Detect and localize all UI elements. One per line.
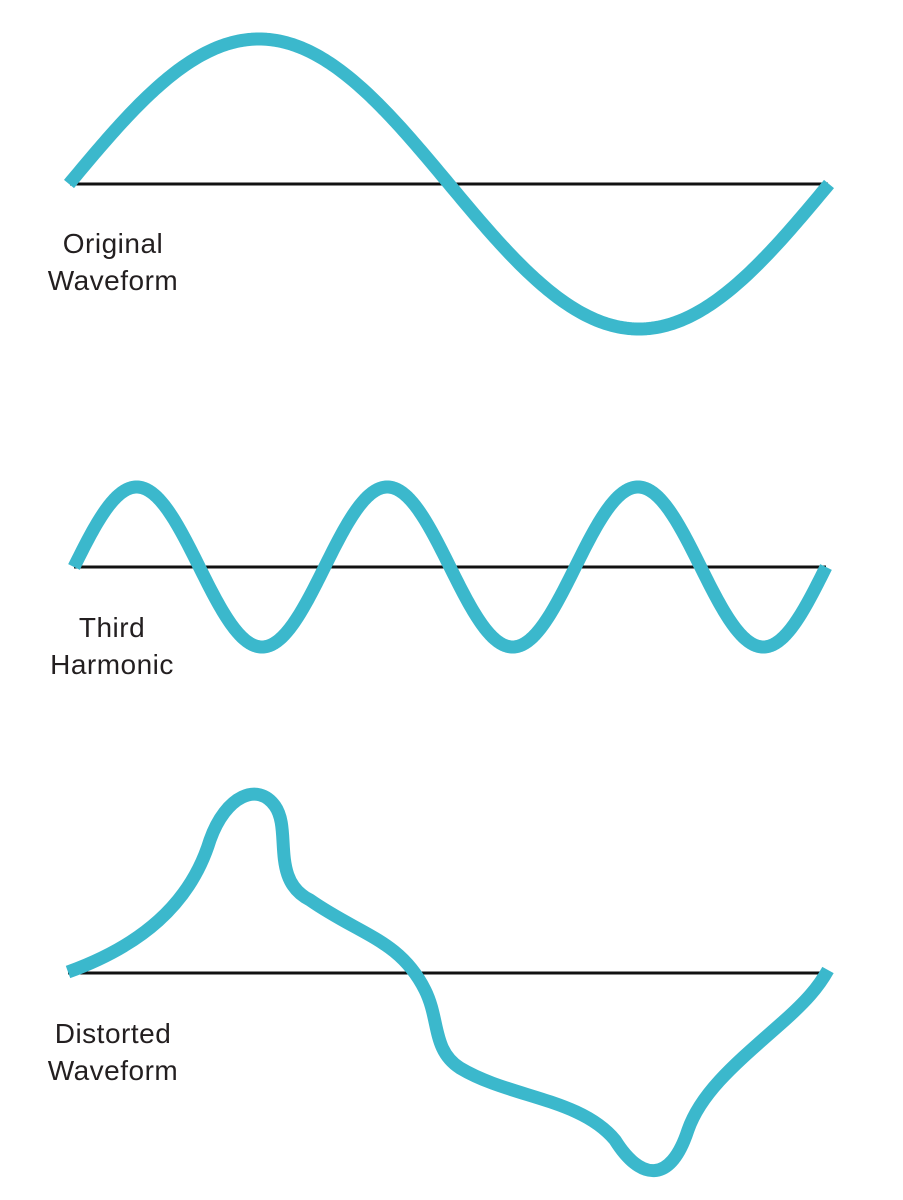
original-waveform-panel [64, 32, 834, 336]
distorted-waveform-panel [65, 787, 834, 1178]
distorted-wave [65, 787, 834, 1178]
third-harmonic-wave [68, 480, 832, 654]
original-sine-wave [64, 32, 834, 336]
original-waveform-label: Original Waveform [30, 225, 196, 299]
original-label-line-1: Original [62, 228, 164, 259]
original-label-line-2: Waveform [47, 265, 179, 296]
third-harmonic-panel [68, 480, 832, 654]
distorted-label-line-1: Distorted [54, 1018, 172, 1049]
distorted-waveform-label: Distorted Waveform [30, 1015, 196, 1089]
distorted-label-line-2: Waveform [47, 1055, 179, 1086]
third-label-line-1: Third [78, 612, 146, 643]
third-label-line-2: Harmonic [50, 649, 174, 680]
third-harmonic-label: Third Harmonic [34, 609, 190, 683]
